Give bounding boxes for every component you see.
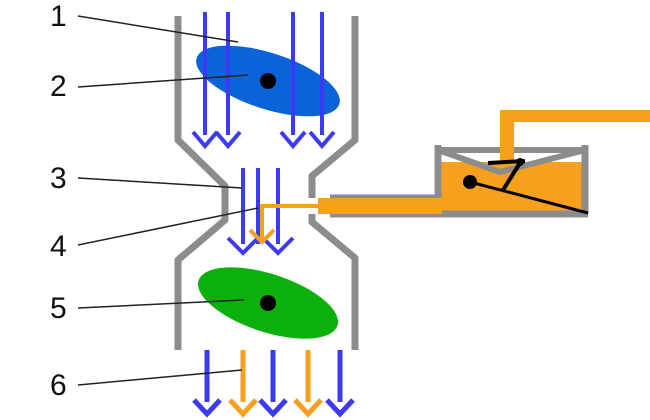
linkage-pivot bbox=[516, 158, 524, 166]
left-wall bbox=[174, 16, 229, 350]
fuel-arrow-head bbox=[293, 398, 323, 418]
leader-line-1 bbox=[77, 15, 239, 43]
fuel-jet-stream bbox=[260, 204, 322, 240]
label-2: 2 bbox=[50, 70, 67, 103]
air-arrow-head bbox=[308, 130, 336, 150]
air-arrow-head bbox=[258, 398, 288, 418]
label-1: 1 bbox=[50, 0, 67, 33]
fuel-supply-pipe bbox=[500, 110, 514, 166]
right-wall-upper bbox=[308, 16, 359, 198]
fuel-jet bbox=[248, 204, 322, 245]
float-linkage bbox=[501, 161, 522, 192]
right-wall-lower bbox=[308, 214, 359, 350]
float-lever bbox=[469, 180, 589, 215]
mixture-arrows bbox=[192, 350, 355, 418]
float-chamber-wall bbox=[330, 145, 442, 202]
fuel-arrow-head bbox=[228, 398, 258, 418]
float-pivot bbox=[463, 175, 477, 189]
throttle-valve bbox=[197, 267, 339, 339]
leader-line-4 bbox=[77, 207, 259, 246]
leader-lines bbox=[77, 15, 259, 386]
label-6: 6 bbox=[50, 369, 67, 402]
fuel-jet-arrow-head bbox=[248, 228, 276, 245]
throttle-pivot bbox=[260, 295, 276, 311]
air-arrow-head bbox=[325, 398, 355, 418]
air-arrow-head bbox=[261, 236, 295, 256]
leader-line-2 bbox=[77, 74, 249, 88]
leader-line-6 bbox=[77, 369, 243, 386]
choke-pivot bbox=[260, 73, 276, 89]
fuel-supply-pipe-top bbox=[500, 110, 650, 122]
choke-valve bbox=[196, 45, 340, 117]
air-arrow-head bbox=[192, 398, 222, 418]
fuel-channel bbox=[318, 198, 442, 214]
air-arrow-head bbox=[279, 130, 307, 150]
leader-line-5 bbox=[77, 299, 245, 309]
carburetor-body bbox=[174, 16, 359, 350]
label-3: 3 bbox=[50, 162, 67, 195]
label-5: 5 bbox=[50, 292, 67, 325]
upper-air-arrows-front bbox=[203, 12, 324, 135]
label-4: 4 bbox=[50, 230, 67, 263]
air-arrow-head bbox=[191, 130, 219, 150]
leader-line-3 bbox=[77, 177, 243, 189]
air-arrow-head bbox=[214, 130, 242, 150]
air-arrow-head bbox=[226, 236, 260, 256]
